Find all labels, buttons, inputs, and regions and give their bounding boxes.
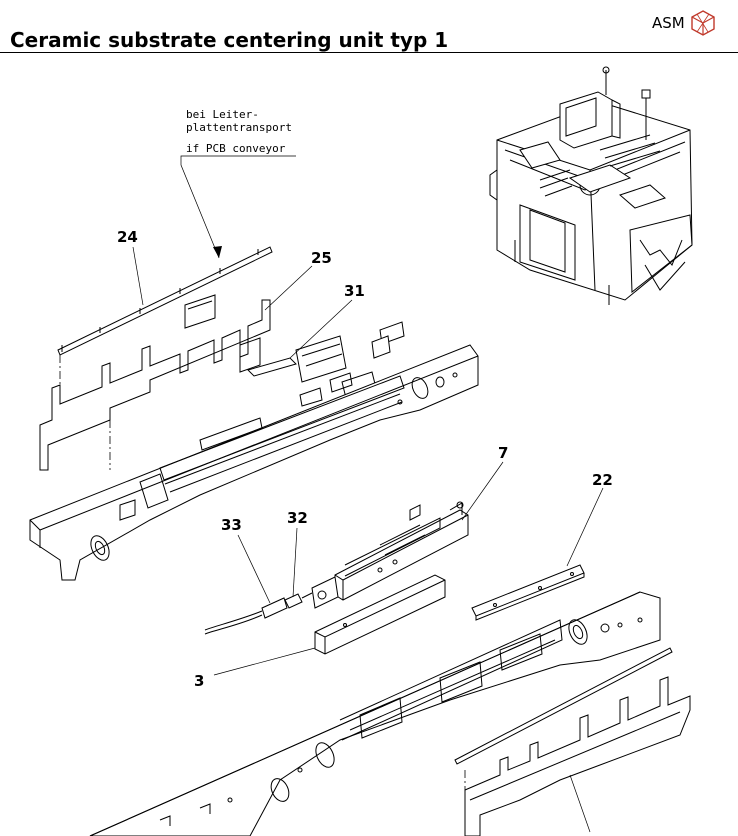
callout-7: 7 (498, 444, 508, 462)
brand-name: ASM (652, 14, 685, 32)
brand-logo: ASM (652, 10, 715, 36)
part-32-connector (284, 592, 313, 609)
callout-33: 33 (221, 516, 242, 534)
callout-3: 3 (194, 672, 204, 690)
lower-rail-assembly (89, 591, 661, 836)
callout-25: 25 (311, 249, 332, 267)
part-22-mounting-plate (471, 564, 585, 621)
part-7-centering-carriage (311, 501, 469, 609)
callout-leaders (132, 246, 604, 833)
conveyor-note: bei Leiter- plattentransport if PCB conv… (180, 108, 296, 259)
hexagon-cube-icon (691, 10, 715, 36)
page-title: Ceramic substrate centering unit typ 1 (10, 28, 449, 52)
part-33-sensor-cable (204, 597, 288, 635)
machine-overview-illustration (489, 66, 693, 305)
callout-22: 22 (592, 471, 613, 489)
note-line-2: plattentransport (186, 121, 292, 134)
note-arrowhead (213, 246, 222, 258)
upper-rail-assembly (29, 344, 479, 581)
lower-comb-bracket (454, 647, 691, 836)
callout-31: 31 (344, 282, 365, 300)
callout-24: 24 (117, 228, 138, 246)
note-leader-line (180, 155, 296, 259)
part-25-comb-bracket (39, 294, 271, 471)
note-line-1: bei Leiter- (186, 108, 259, 121)
header-divider (0, 52, 738, 53)
callout-32: 32 (287, 509, 308, 527)
part-31-clamp-block (247, 321, 405, 399)
callout-labels: 24 25 31 7 22 33 32 3 (117, 228, 613, 690)
part-3-square-bar (314, 574, 446, 655)
note-line-3: if PCB conveyor (186, 142, 286, 155)
